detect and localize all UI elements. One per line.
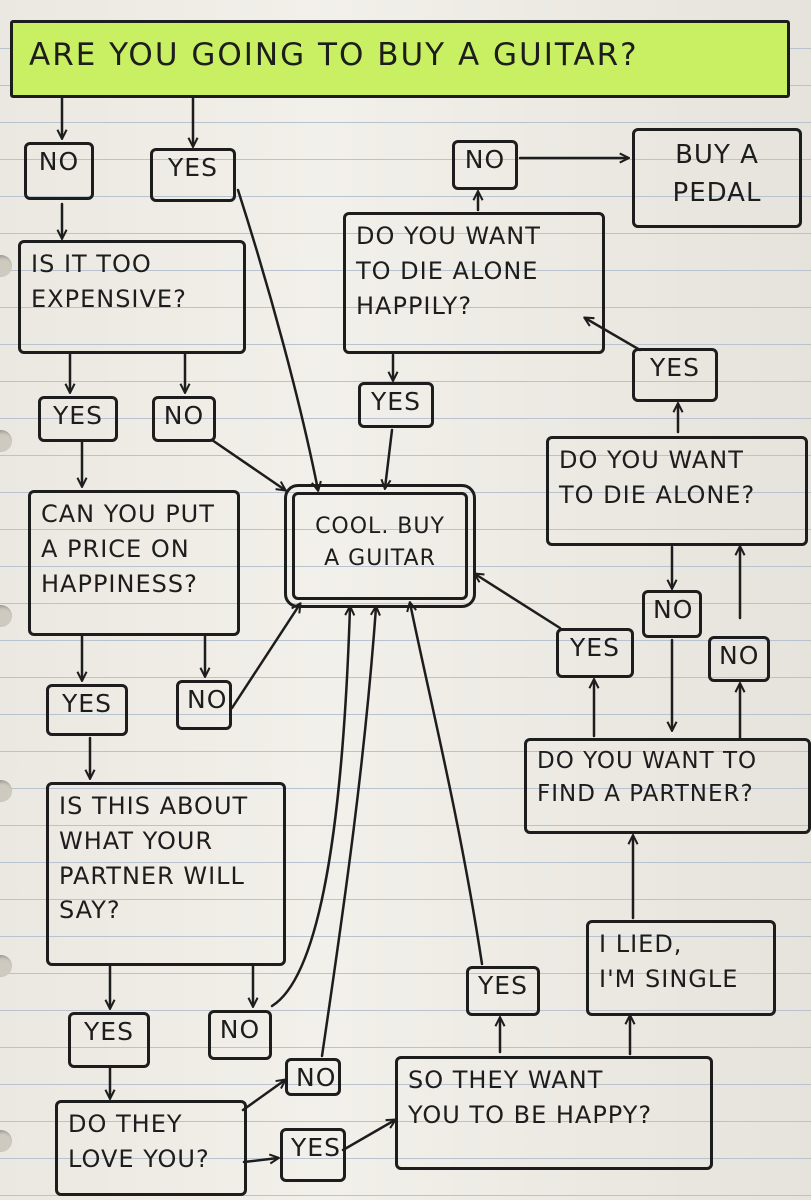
answer-no-find-partner: NO <box>708 636 770 682</box>
answer-no-not-buying: NO <box>24 142 94 200</box>
answer-yes-price: YES <box>46 684 128 736</box>
answer-yes-buying: YES <box>150 148 236 202</box>
question-die-alone: DO YOU WANT TO DIE ALONE? <box>546 436 808 546</box>
question-they-love-you: DO THEY LOVE YOU? <box>55 1100 247 1196</box>
arrow <box>385 428 394 488</box>
answer-yes-find-partner: YES <box>556 628 634 678</box>
arrow <box>236 188 318 490</box>
question-find-partner: DO YOU WANT TO FIND A PARTNER? <box>524 738 811 834</box>
statement-lied-single: I LIED, I'M SINGLE <box>586 920 776 1016</box>
answer-no-expensive: NO <box>152 396 216 442</box>
binder-hole <box>0 255 12 277</box>
answer-no-love: NO <box>285 1058 341 1096</box>
arrow <box>270 607 350 1008</box>
answer-no-price: NO <box>176 680 232 730</box>
question-too-expensive: IS IT TOO EXPENSIVE? <box>18 240 246 354</box>
arrow <box>585 318 642 352</box>
arrow <box>241 1080 285 1112</box>
question-price-happiness: CAN YOU PUT A PRICE ON HAPPINESS? <box>28 490 240 636</box>
answer-yes-partner: YES <box>68 1012 150 1068</box>
outcome-buy-pedal: BUY A PEDAL <box>632 128 802 228</box>
answer-yes-happy: YES <box>466 966 540 1016</box>
binder-hole <box>0 955 12 977</box>
question-about-partner: IS THIS ABOUT WHAT YOUR PARTNER WILL SAY… <box>46 782 286 966</box>
answer-yes-love: YES <box>280 1128 346 1182</box>
answer-yes-expensive: YES <box>38 396 118 442</box>
binder-hole <box>0 430 12 452</box>
arrow <box>341 1120 395 1152</box>
arrow <box>242 1158 278 1162</box>
arrow <box>320 607 376 1058</box>
binder-hole <box>0 605 12 627</box>
arrow <box>210 438 285 490</box>
arrow <box>475 574 562 630</box>
binder-hole <box>0 780 12 802</box>
answer-yes-die-alone: YES <box>632 348 718 402</box>
question-want-you-happy: SO THEY WANT YOU TO BE HAPPY? <box>395 1056 713 1170</box>
flowchart-title: ARE YOU GOING TO BUY A GUITAR? <box>10 20 790 98</box>
arrow <box>230 604 300 710</box>
answer-no-die-happily: NO <box>452 140 518 190</box>
answer-no-partner: NO <box>208 1010 272 1060</box>
question-die-alone-happily: DO YOU WANT TO DIE ALONE HAPPILY? <box>343 212 605 354</box>
answer-yes-die-happily: YES <box>358 382 434 428</box>
answer-no-die-alone: NO <box>642 590 702 638</box>
binder-hole <box>0 1130 12 1152</box>
arrow <box>410 603 484 966</box>
outcome-cool-buy-guitar: COOL. BUY A GUITAR <box>284 484 476 608</box>
